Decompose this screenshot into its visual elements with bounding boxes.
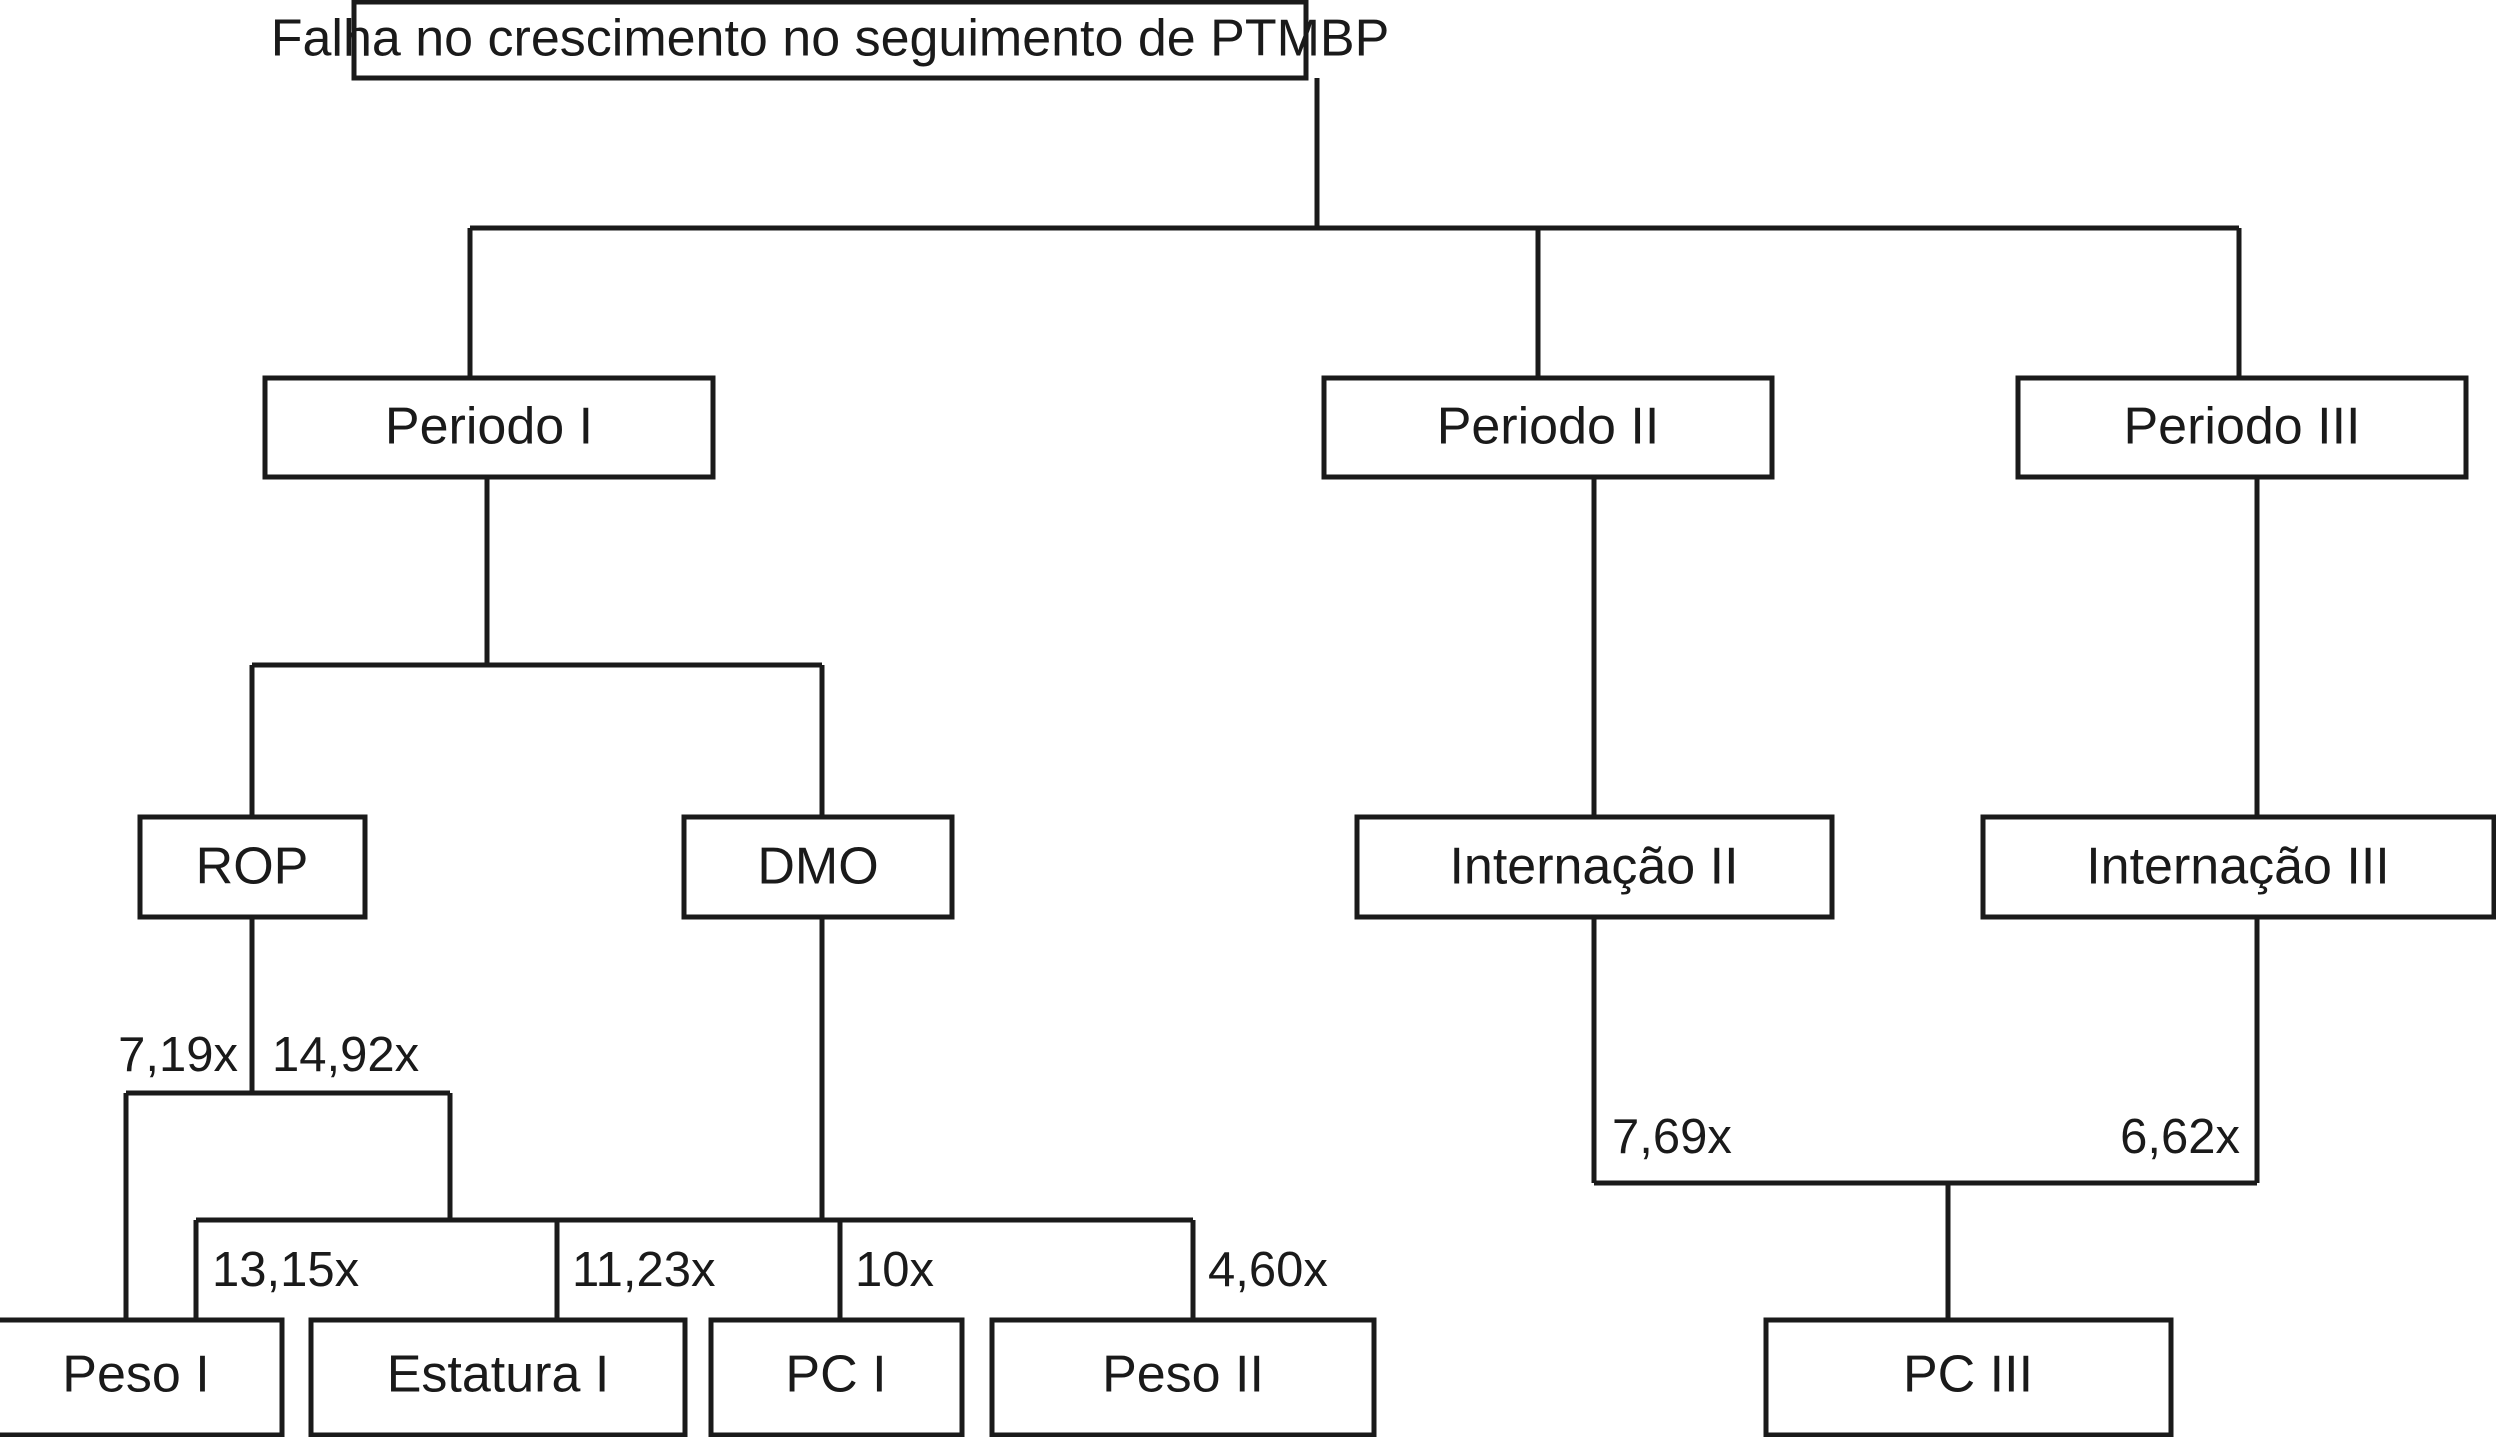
node-peso-1-box[interactable] <box>0 1317 285 1437</box>
node-periodo-2[interactable]: Periodo II <box>1321 375 1775 480</box>
node-periodo-2-box[interactable] <box>1321 375 1775 480</box>
node-estatura-1[interactable]: Estatura I <box>308 1317 688 1437</box>
node-periodo-1[interactable]: Periodo I <box>262 375 716 480</box>
edge-label-peso1-estatura1: 13,15x <box>212 1243 359 1297</box>
edge-label-rop-estatura1: 14,92x <box>272 1028 419 1082</box>
node-periodo-3-label: Periodo III <box>2123 398 2360 456</box>
node-pc-3-box[interactable] <box>1763 1317 2174 1437</box>
node-peso-1[interactable]: Peso I <box>0 1317 285 1437</box>
node-dmo[interactable]: DMO <box>681 814 955 920</box>
node-periodo-2-label: Periodo II <box>1437 398 1660 456</box>
node-internacao-3-box[interactable] <box>1980 814 2496 920</box>
node-peso-2-box[interactable] <box>989 1317 1377 1437</box>
node-dmo-label: DMO <box>757 838 878 896</box>
node-periodo-3-box[interactable] <box>2015 375 2469 480</box>
node-root-box[interactable] <box>351 0 1309 81</box>
edge-label-peso2: 4,60x <box>1208 1243 1328 1297</box>
node-internacao-2[interactable]: Internação II <box>1354 814 1835 920</box>
edge-label-internacao2-pc3: 7,69x <box>1612 1110 1732 1164</box>
node-peso-1-label: Peso I <box>62 1346 209 1404</box>
edge-label-dmo-pc1: 11,23x <box>572 1243 715 1297</box>
node-peso-2[interactable]: Peso II <box>989 1317 1377 1437</box>
edge-label-dmo-peso2: 10x <box>855 1243 934 1297</box>
node-periodo-1-box[interactable] <box>262 375 716 480</box>
node-pc-1-box[interactable] <box>708 1317 965 1437</box>
node-pc-3-label: PC III <box>1903 1346 2033 1404</box>
node-internacao-2-box[interactable] <box>1354 814 1835 920</box>
node-pc-1[interactable]: PC I <box>708 1317 965 1437</box>
node-estatura-1-box[interactable] <box>308 1317 688 1437</box>
edge-label-layer: 7,19x 14,92x 13,15x 11,23x 10x 4,60x 7,6… <box>118 1028 2240 1297</box>
edge-label-rop-peso1: 7,19x <box>118 1028 238 1082</box>
node-periodo-3[interactable]: Periodo III <box>2015 375 2469 480</box>
node-internacao-3[interactable]: Internação III <box>1980 814 2496 920</box>
node-rop-box[interactable] <box>137 814 368 920</box>
node-estatura-1-label: Estatura I <box>387 1346 610 1404</box>
node-rop[interactable]: ROP <box>137 814 368 920</box>
node-dmo-box[interactable] <box>681 814 955 920</box>
node-periodo-1-label: Periodo I <box>385 398 593 456</box>
node-internacao-3-label: Internação III <box>2086 838 2390 896</box>
node-pc-3[interactable]: PC III <box>1763 1317 2174 1437</box>
connector-layer <box>123 78 2260 1320</box>
node-root-label: Falha no crescimento no seguimento de PT… <box>271 10 1390 68</box>
node-root[interactable]: Falha no crescimento no seguimento de PT… <box>271 0 1390 81</box>
edge-label-internacao3-pc3: 6,62x <box>2120 1110 2240 1164</box>
node-peso-2-label: Peso II <box>1102 1346 1264 1404</box>
node-pc-1-label: PC I <box>785 1346 886 1404</box>
node-rop-label: ROP <box>196 838 309 896</box>
node-internacao-2-label: Internação II <box>1449 838 1738 896</box>
